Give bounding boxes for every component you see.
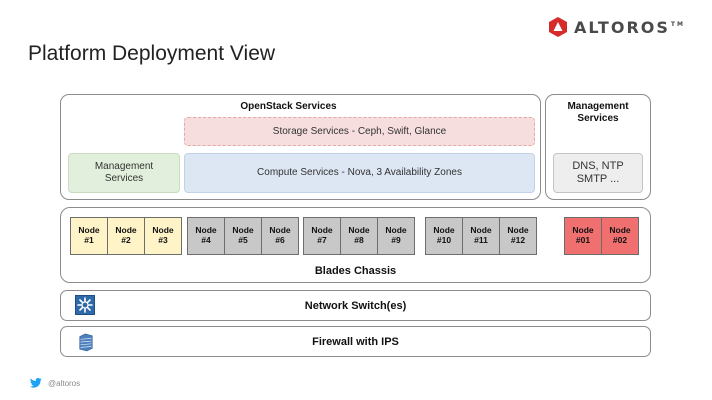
twitter-handle-label: @altoros (48, 378, 81, 388)
blade-node-number: #2 (121, 235, 131, 245)
openstack-management-label-2: Services (104, 173, 144, 184)
blade-node-label: Node (195, 225, 217, 235)
blade-node-label: Node (232, 225, 254, 235)
smtp-label: SMTP ... (576, 173, 620, 185)
blade-node-number: #3 (158, 235, 168, 245)
blade-node: Node#8 (341, 218, 377, 254)
blade-node: Node#3 (145, 218, 181, 254)
openstack-services-title: OpenStack Services (240, 101, 337, 112)
twitter-handle[interactable]: @altoros (30, 378, 80, 388)
blade-node-label: Node (470, 225, 492, 235)
blade-node: Node#7 (304, 218, 340, 254)
blade-node-number: #7 (317, 235, 327, 245)
blade-node-number: #5 (238, 235, 248, 245)
blade-node: Node#12 (500, 218, 536, 254)
openstack-management-label-1: Management (94, 161, 154, 172)
blade-node-number: #11 (474, 235, 488, 245)
blades-chassis-label: Blades Chassis (314, 265, 397, 277)
blade-node-number: #8 (354, 235, 364, 245)
management-services-panel: Management Services DNS, NTP SMTP ... (545, 94, 651, 200)
blade-node-number: #4 (201, 235, 211, 245)
blade-node-label: Node (269, 225, 291, 235)
firewall-icon (79, 333, 93, 352)
blade-node-number: #9 (391, 235, 401, 245)
network-switch-bar: Network Switch(es) (60, 290, 651, 321)
firewall-bar: Firewall with IPS (60, 326, 651, 357)
logo-wordmark: ALTOROSTM (574, 17, 685, 37)
blade-node-label: Node (572, 225, 594, 235)
dns-ntp-label: DNS, NTP (572, 160, 624, 172)
blade-node-label: Node (609, 225, 631, 235)
management-services-title: Management Services (546, 101, 650, 125)
network-switch-label: Network Switch(es) (304, 299, 407, 312)
blade-node: Node#1 (71, 218, 107, 254)
firewall-label: Firewall with IPS (312, 335, 399, 348)
altoros-logo: ALTOROSTM (548, 14, 700, 40)
blade-node: Node#6 (262, 218, 298, 254)
openstack-management-box: Management Services (68, 153, 180, 193)
blade-node: Node#4 (188, 218, 224, 254)
blade-node-label: Node (152, 225, 174, 235)
blade-node-label: Node (385, 225, 407, 235)
blade-node: Node#2 (108, 218, 144, 254)
altoros-hexagon-icon (549, 17, 567, 37)
blade-node-label: Node (311, 225, 333, 235)
openstack-services-panel: OpenStack Services Storage Services - Ce… (60, 94, 541, 200)
blade-node: Node#9 (378, 218, 414, 254)
blade-node-number: #01 (575, 235, 591, 245)
storage-services-label: Storage Services - Ceph, Swift, Glance (272, 125, 447, 137)
blade-node-number: #6 (275, 235, 285, 245)
dns-ntp-smtp-box: DNS, NTP SMTP ... (553, 153, 643, 193)
blade-node: Node#01 (565, 218, 601, 254)
blade-node-number: #1 (84, 235, 94, 245)
blade-node-label: Node (78, 225, 100, 235)
storage-services-box: Storage Services - Ceph, Swift, Glance (184, 117, 535, 146)
blade-node-number: #12 (510, 235, 526, 245)
blade-node-number: #02 (612, 235, 628, 245)
blade-node: Node#11 (463, 218, 499, 254)
compute-services-box: Compute Services - Nova, 3 Availability … (184, 153, 535, 193)
compute-services-label: Compute Services - Nova, 3 Availability … (257, 167, 462, 178)
blade-node: Node#5 (225, 218, 261, 254)
blade-node-label: Node (348, 225, 370, 235)
twitter-bird-icon (30, 378, 42, 388)
blade-node: Node#02 (602, 218, 638, 254)
blade-node-label: Node (433, 225, 455, 235)
management-title-line-1: Management (567, 101, 629, 112)
blade-node-label: Node (507, 225, 529, 235)
management-title-line-2: Services (577, 113, 619, 124)
blade-node-label: Node (115, 225, 137, 235)
page-title: Platform Deployment View (28, 42, 276, 65)
blade-node: Node#10 (426, 218, 462, 254)
blade-node-number: #10 (436, 235, 452, 245)
network-switch-icon (75, 295, 95, 315)
